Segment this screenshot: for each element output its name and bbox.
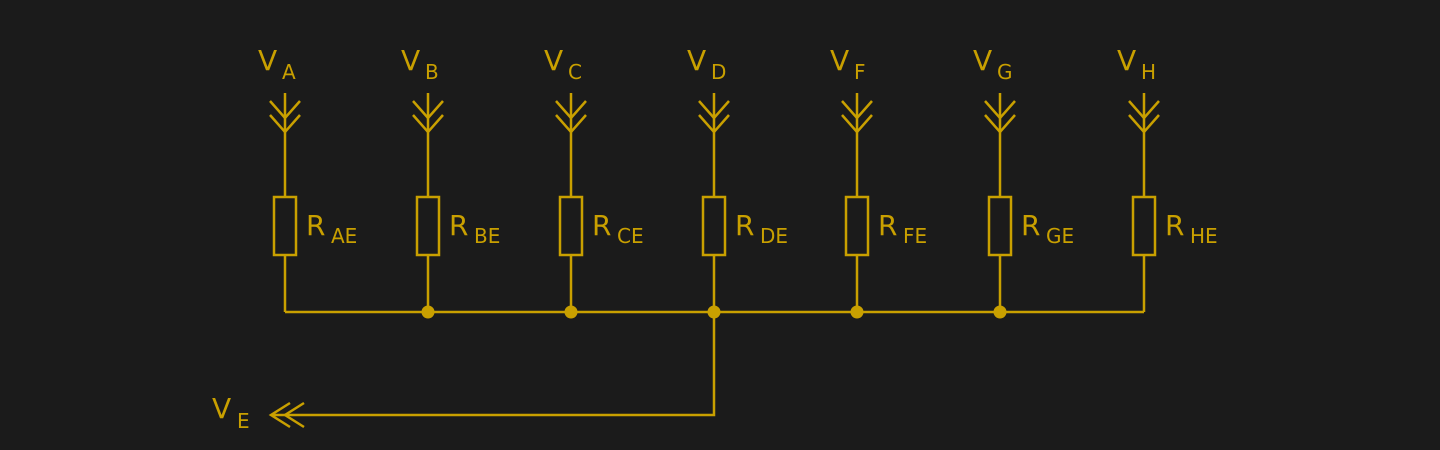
input-voltage-label: V [1117,44,1136,77]
resistor-label: R [592,209,611,242]
resistor-sub: AE [331,224,357,248]
input-voltage-label: V [544,44,563,77]
resistor-sub: GE [1046,224,1074,248]
resistor-sub: DE [760,224,788,248]
output-arrow-icon [268,401,305,429]
input-voltage-label: V [830,44,849,77]
resistor-sub: HE [1190,224,1218,248]
input-arrow-icon [269,100,301,134]
resistor-label: R [306,209,325,242]
resistor-sub: CE [617,224,644,248]
input-voltage-label: V [973,44,992,77]
input-voltage-sub: H [1141,60,1156,84]
resistor [558,195,584,257]
resistor-label: R [735,209,754,242]
input-voltage-sub: C [568,60,582,84]
input-arrow-icon [1128,100,1160,134]
resistor-sub: FE [903,224,927,248]
resistor [987,195,1013,257]
input-voltage-label: V [401,44,420,77]
resistor [701,195,727,257]
output-voltage-label: V [212,392,231,425]
resistor-label: R [1021,209,1040,242]
resistor [272,195,298,257]
resistor-label: R [449,209,468,242]
input-voltage-label: V [687,44,706,77]
input-arrow-icon [841,100,873,134]
input-arrow-icon [555,100,587,134]
input-voltage-label: V [258,44,277,77]
resistor [844,195,870,257]
input-voltage-sub: D [711,60,726,84]
input-voltage-sub: B [425,60,439,84]
input-voltage-sub: A [282,60,296,84]
output-wire [272,312,716,417]
resistor-label: R [878,209,897,242]
resistor [1131,195,1157,257]
input-arrow-icon [698,100,730,134]
output-voltage-sub: E [237,409,250,433]
input-arrow-icon [984,100,1016,134]
input-voltage-sub: F [854,60,866,84]
input-arrow-icon [412,100,444,134]
resistor-label: R [1165,209,1184,242]
input-voltage-sub: G [997,60,1013,84]
resistor-sub: BE [474,224,500,248]
resistor [415,195,441,257]
